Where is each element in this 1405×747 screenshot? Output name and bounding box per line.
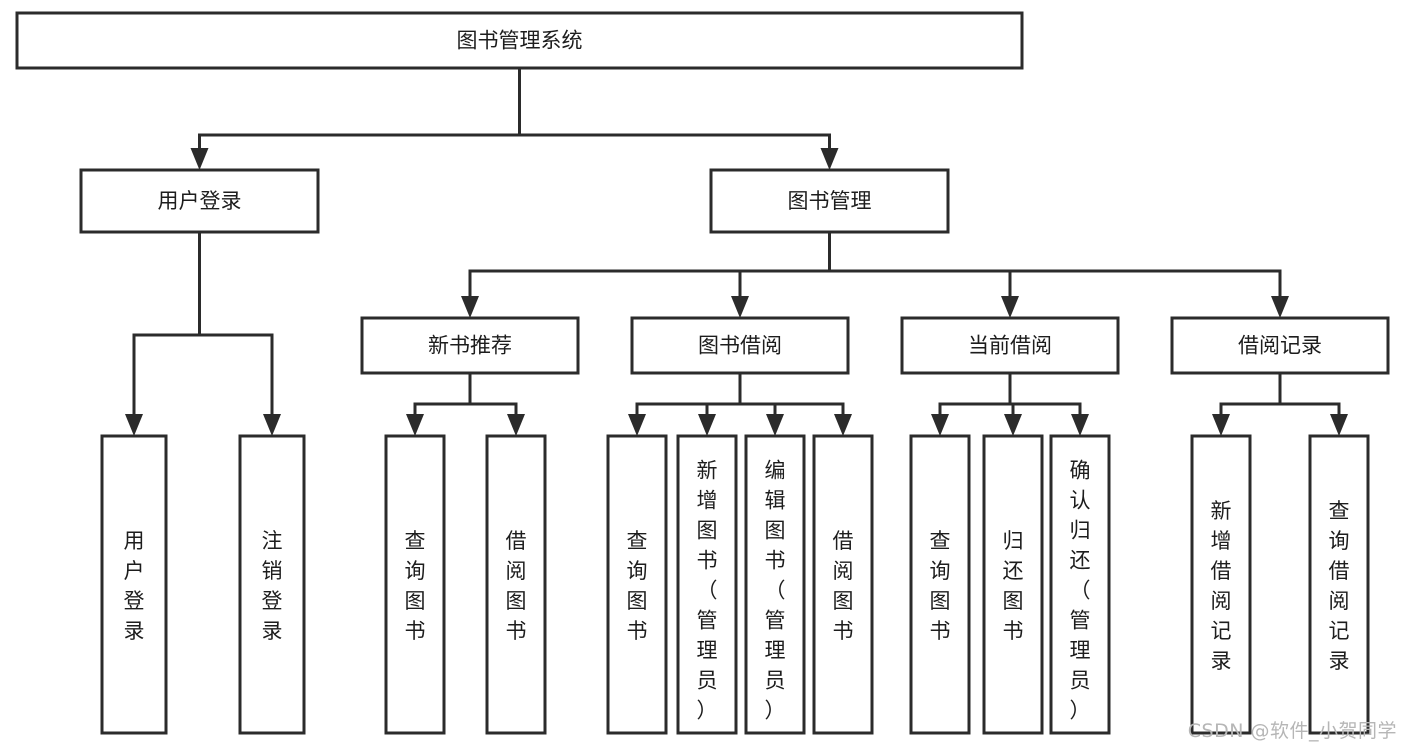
arrow-head-icon: [1271, 296, 1289, 318]
node-leaf-2-0[interactable]: 查询图书: [909, 434, 971, 735]
node-l3-3-box[interactable]: [1170, 316, 1390, 375]
node-l3-1-label: 图书借阅: [698, 334, 782, 358]
node-leaf-1-1-label: 新增图书（管理员）: [697, 458, 718, 722]
node-leaf-1-0-box[interactable]: [606, 434, 668, 735]
node-l3-0-label: 新书推荐: [428, 334, 512, 358]
node-leaf-3-1-box[interactable]: [1308, 434, 1370, 735]
node-leaf-user-0-label: 用户登录: [124, 529, 145, 643]
arrow-head-icon: [190, 148, 209, 170]
node-l2-0-box[interactable]: [79, 168, 320, 234]
connector-lines-layer: [125, 66, 1348, 436]
node-leaf-1-3-box[interactable]: [812, 434, 874, 735]
node-leaf-0-1-box[interactable]: [485, 434, 547, 735]
node-l3-2[interactable]: 当前借阅: [900, 316, 1120, 375]
node-leaf-0-0[interactable]: 查询图书: [384, 434, 446, 735]
node-root-system[interactable]: 图书管理系统: [15, 11, 1024, 70]
node-leaf-3-1[interactable]: 查询借阅记录: [1308, 434, 1370, 735]
node-leaf-1-3[interactable]: 借阅图书: [812, 434, 874, 735]
arrow-head-icon: [1001, 296, 1019, 318]
node-l2-1[interactable]: 图书管理: [709, 168, 950, 234]
node-leaf-2-0-box[interactable]: [909, 434, 971, 735]
node-leaf-1-0-label: 查询图书: [627, 529, 648, 643]
node-leaf-1-2-box[interactable]: [744, 434, 806, 735]
node-leaf-1-1[interactable]: 新增图书（管理员）: [676, 434, 738, 735]
node-l3-2-box[interactable]: [900, 316, 1120, 375]
node-leaf-1-1-box[interactable]: [676, 434, 738, 735]
node-root-system-label: 图书管理系统: [457, 29, 583, 53]
node-leaf-1-0[interactable]: 查询图书: [606, 434, 668, 735]
node-leaf-0-1-label: 借阅图书: [506, 529, 527, 643]
arrow-head-icon: [406, 414, 424, 436]
arrow-head-icon: [834, 414, 852, 436]
node-leaf-3-0-label: 新增借阅记录: [1211, 499, 1232, 673]
arrow-head-icon: [461, 296, 479, 318]
node-l3-0-box[interactable]: [360, 316, 580, 375]
arrow-head-icon: [931, 414, 949, 436]
arrow-head-icon: [507, 414, 525, 436]
node-root-system-box[interactable]: [15, 11, 1024, 70]
arrow-head-icon: [1071, 414, 1089, 436]
node-l3-0[interactable]: 新书推荐: [360, 316, 580, 375]
arrow-head-icon: [1212, 414, 1230, 436]
arrow-head-icon: [766, 414, 784, 436]
node-leaf-user-1-box[interactable]: [238, 434, 306, 735]
node-l3-2-label: 当前借阅: [968, 334, 1052, 358]
node-leaf-user-1-label: 注销登录: [262, 529, 283, 643]
node-leaf-2-2[interactable]: 确认归还（管理员）: [1049, 434, 1111, 735]
node-l3-3[interactable]: 借阅记录: [1170, 316, 1390, 375]
arrow-head-icon: [263, 414, 281, 436]
node-leaf-1-2[interactable]: 编辑图书（管理员）: [744, 434, 806, 735]
node-leaf-user-0[interactable]: 用户登录: [100, 434, 168, 735]
node-l2-1-box[interactable]: [709, 168, 950, 234]
arrow-head-icon: [731, 296, 749, 318]
node-l2-0-label: 用户登录: [158, 189, 242, 213]
node-leaf-2-1-label: 归还图书: [1003, 529, 1024, 643]
node-l3-1-box[interactable]: [630, 316, 850, 375]
arrow-head-icon: [698, 414, 716, 436]
node-leaf-user-1[interactable]: 注销登录: [238, 434, 306, 735]
node-leaf-3-0[interactable]: 新增借阅记录: [1190, 434, 1252, 735]
node-l3-1[interactable]: 图书借阅: [630, 316, 850, 375]
node-leaf-0-0-label: 查询图书: [405, 529, 426, 643]
arrow-head-icon: [125, 414, 143, 436]
node-leaf-2-2-label: 确认归还（管理员）: [1070, 458, 1091, 722]
node-leaf-0-1[interactable]: 借阅图书: [485, 434, 547, 735]
node-leaf-2-2-box[interactable]: [1049, 434, 1111, 735]
node-leaf-0-0-box[interactable]: [384, 434, 446, 735]
node-leaf-1-3-label: 借阅图书: [833, 529, 854, 643]
node-leaf-2-0-label: 查询图书: [930, 529, 951, 643]
node-leaf-1-2-label: 编辑图书（管理员）: [765, 458, 786, 722]
node-leaf-3-1-label: 查询借阅记录: [1329, 499, 1350, 673]
node-leaf-2-1-box[interactable]: [982, 434, 1044, 735]
node-leaf-user-0-box[interactable]: [100, 434, 168, 735]
watermark-text: CSDN @软件_小贺同学: [1187, 720, 1397, 742]
node-l2-0[interactable]: 用户登录: [79, 168, 320, 234]
nodes-layer: 图书管理系统用户登录图书管理用户登录注销登录新书推荐查询图书借阅图书图书借阅查询…: [15, 11, 1390, 735]
node-leaf-3-0-box[interactable]: [1190, 434, 1252, 735]
arrow-head-icon: [820, 148, 839, 170]
arrow-head-icon: [628, 414, 646, 436]
node-l3-3-label: 借阅记录: [1238, 334, 1322, 358]
node-leaf-2-1[interactable]: 归还图书: [982, 434, 1044, 735]
arrow-head-icon: [1004, 414, 1022, 436]
node-l2-1-label: 图书管理: [788, 189, 872, 213]
arrow-head-icon: [1330, 414, 1348, 436]
